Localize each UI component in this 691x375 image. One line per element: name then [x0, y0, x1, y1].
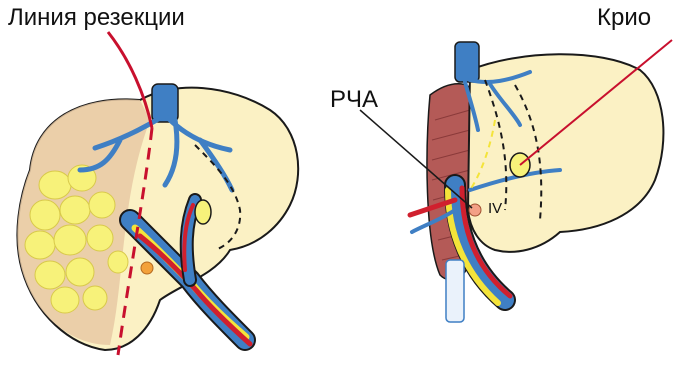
- cryo-label: Крио: [597, 6, 651, 30]
- left-yellow-lesion: [195, 200, 211, 224]
- right-liver-body: [468, 54, 663, 252]
- left-small-lesion: [141, 262, 153, 274]
- left-liver: [17, 32, 298, 355]
- rfa-lesion: [469, 204, 481, 216]
- right-lower-ivc: [446, 260, 464, 322]
- left-ivc: [152, 84, 178, 122]
- resection-line-label: Линия резекции: [8, 6, 185, 30]
- right-ivc: [455, 42, 479, 82]
- right-liver: [360, 40, 672, 322]
- segment-iv-label: IV: [488, 200, 502, 217]
- rfa-label: РЧА: [330, 88, 378, 112]
